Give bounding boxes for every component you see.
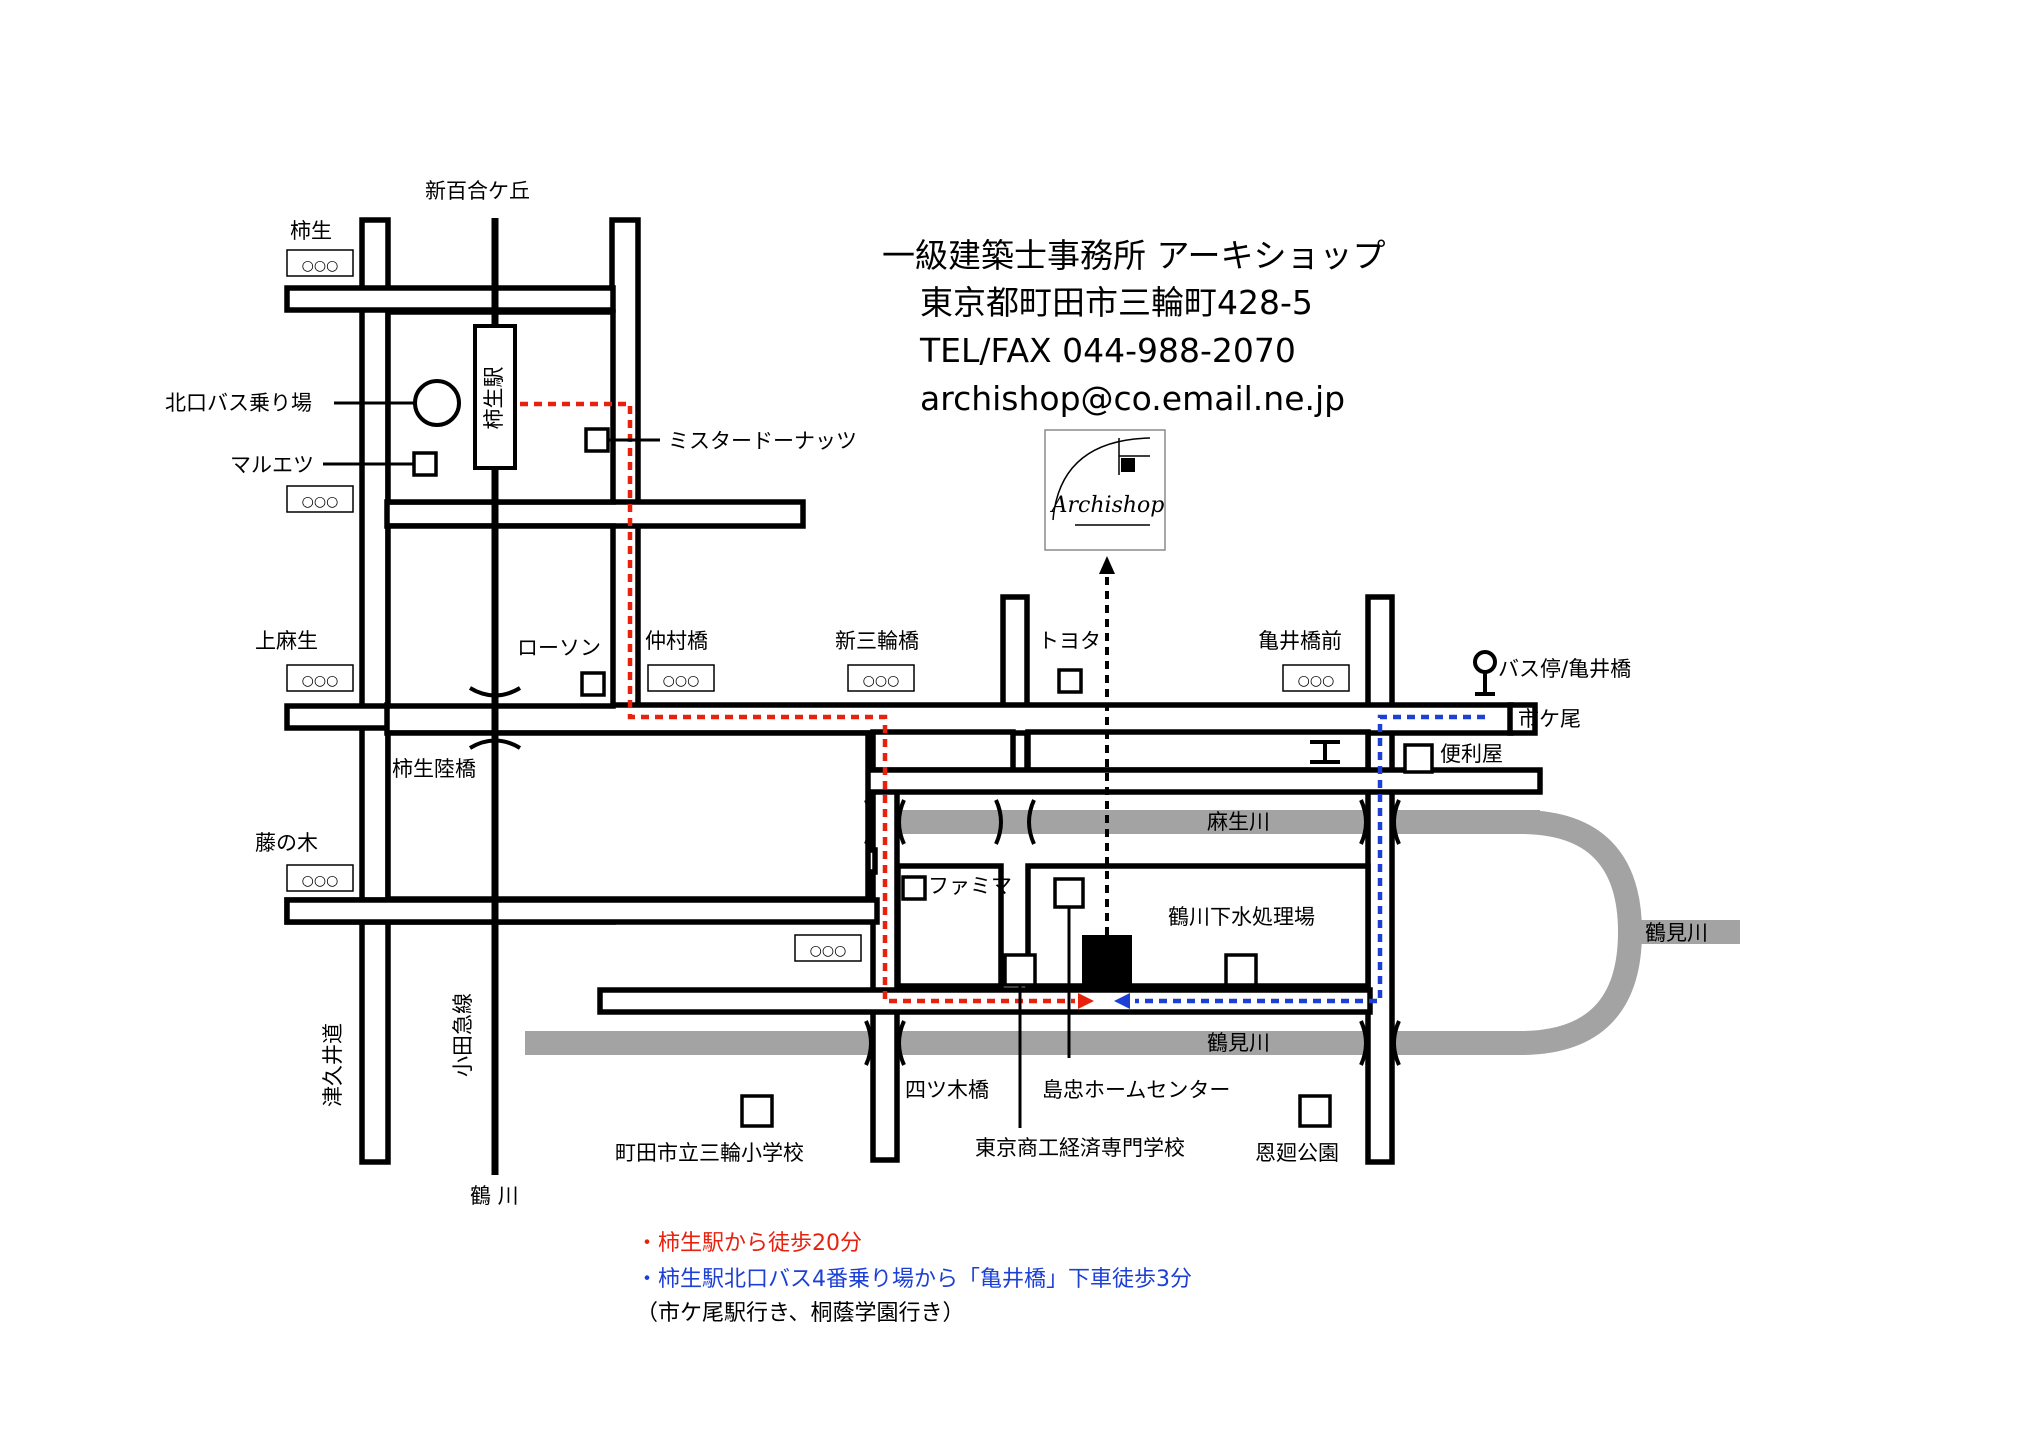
label-nakamurabashi: 仲村橋 — [645, 629, 708, 653]
label-shimachu: 島忠ホームセンター — [1042, 1078, 1230, 1102]
place-labels: 新百合ケ丘 柿生 北口バス乗り場 マルエツ ミスタードーナッツ 上麻生 ローソン… — [165, 179, 1708, 1208]
svg-text:○○○: ○○○ — [302, 258, 339, 274]
signal-maruetsu: ○○○ — [286, 485, 354, 513]
label-bus-stop-kameibashi: バス停/亀井橋 — [1498, 657, 1631, 681]
note-walk: ・柿生駅から徒歩20分 — [636, 1231, 862, 1256]
svg-text:○○○: ○○○ — [302, 873, 339, 889]
road-block-2 — [1025, 729, 1371, 773]
office-info: 一級建築士事務所 アーキショップ 東京都町田市三輪町428-5 TEL/FAX … — [882, 236, 1386, 418]
road-block-1 — [870, 729, 1016, 773]
label-ichigao: 市ケ尾 — [1518, 707, 1581, 731]
kakio-station-label: 柿生駅 — [482, 367, 506, 430]
label-fujinoki: 藤の木 — [255, 831, 318, 855]
lawson-marker — [580, 671, 606, 697]
signal-kamiasao: ○○○ — [286, 664, 354, 692]
bus-route-arrow — [1114, 993, 1130, 1009]
label-shinyurigaoka: 新百合ケ丘 — [425, 179, 530, 203]
traffic-signals: ○○○ ○○○ ○○○ ○○○ ○○○ ○○○ ○○○ ○○○ — [286, 249, 1350, 962]
label-maruetsu: マルエツ — [230, 453, 314, 477]
signal-shinmiwabashi: ○○○ — [847, 664, 915, 692]
signal-fujinoki: ○○○ — [286, 864, 354, 892]
road-top-horizontal-1 — [284, 285, 616, 313]
svg-text:○○○: ○○○ — [302, 494, 339, 510]
signal-nakamurabashi: ○○○ — [647, 664, 715, 692]
label-lawson: ローソン — [517, 636, 601, 660]
label-yotsugibashi: 四ツ木橋 — [905, 1078, 989, 1102]
note-bus-detail: （市ケ尾駅行き、桐蔭学園行き） — [636, 1301, 964, 1326]
label-tsurumigawa-bottom: 鶴見川 — [1207, 1031, 1270, 1055]
bus-stop-kameibashi-marker — [1473, 650, 1497, 674]
road-main-east-west — [384, 702, 1514, 736]
label-kakio-rikkyo: 柿生陸橋 — [392, 757, 476, 781]
road-station-grid-south — [385, 523, 616, 709]
office-telfax: TEL/FAX 044-988-2070 — [919, 331, 1296, 370]
note-bus: ・柿生駅北口バス4番乗り場から「亀井橋」下車徒歩3分 — [636, 1267, 1192, 1292]
label-benriya: 便利屋 — [1440, 742, 1503, 766]
road-tsukui-vertical — [359, 217, 391, 1165]
bridges — [864, 799, 1401, 1066]
label-miwa-school: 町田市立三輪小学校 — [615, 1141, 804, 1165]
signal-south: ○○○ — [794, 934, 862, 962]
label-onmawari-park: 恩廻公園 — [1255, 1141, 1339, 1165]
mister-donut-marker — [584, 427, 610, 453]
walk-route-arrow — [1078, 993, 1094, 1009]
directions-notes: ・柿生駅から徒歩20分 ・柿生駅北口バス4番乗り場から「亀井橋」下車徒歩3分 （… — [636, 1231, 1192, 1326]
onmawari-park-marker — [1298, 1094, 1332, 1128]
office-marker — [1082, 935, 1132, 985]
office-email: archishop@co.email.ne.jp — [920, 379, 1345, 418]
label-odakyu-line: 小田急線 — [451, 993, 475, 1077]
road-west-block — [385, 730, 871, 902]
miwa-school-marker — [740, 1094, 774, 1128]
logo-text: Archishop — [1050, 493, 1165, 518]
landmarks — [323, 427, 1497, 1128]
archishop-logo: Archishop — [1044, 429, 1166, 551]
office-name: 一級建築士事務所 アーキショップ — [882, 236, 1386, 275]
signal-kakio: ○○○ — [286, 249, 354, 277]
svg-text:○○○: ○○○ — [863, 673, 900, 689]
road-top-horizontal-2 — [384, 499, 806, 529]
label-sewage-plant: 鶴川下水処理場 — [1168, 905, 1315, 929]
road-main-stub-right — [1507, 702, 1538, 736]
walk-route — [520, 401, 1075, 1004]
kakio-station — [473, 324, 517, 470]
label-north-bus-stop: 北口バス乗り場 — [165, 391, 312, 415]
road-fujinoki-horizontal — [284, 897, 880, 925]
label-kamiasao: 上麻生 — [255, 629, 318, 653]
bus-route — [1135, 714, 1485, 1004]
label-tsurukawa: 鶴 川 — [470, 1184, 519, 1208]
north-bus-stop-marker — [413, 379, 461, 427]
road-south-horizontal — [597, 987, 1373, 1015]
signal-kameibashimae: ○○○ — [1282, 664, 1350, 692]
svg-text:○○○: ○○○ — [1298, 673, 1335, 689]
maruetsu-marker — [412, 451, 438, 477]
office-address: 東京都町田市三輪町428-5 — [920, 283, 1313, 322]
sewage-marker — [1224, 953, 1258, 987]
label-toyota: トヨタ — [1038, 629, 1101, 653]
svg-text:○○○: ○○○ — [302, 673, 339, 689]
road-center-vertical-a — [870, 732, 900, 1163]
label-familymart: ファミマ — [928, 874, 1012, 898]
svg-text:○○○: ○○○ — [663, 673, 700, 689]
shimachu-marker — [1003, 953, 1037, 987]
toyota-marker — [1057, 668, 1083, 694]
benriya-marker — [1403, 743, 1434, 774]
label-mister-donut: ミスタードーナッツ — [668, 429, 857, 453]
road-kakio-east-vertical — [609, 217, 641, 725]
label-shinmiwabashi: 新三輪橋 — [835, 629, 919, 653]
shop-marker-a — [1053, 877, 1085, 909]
svg-text:○○○: ○○○ — [810, 943, 847, 959]
label-tsukui-road: 津久井道 — [321, 1023, 345, 1107]
label-kameibashimae: 亀井橋前 — [1258, 629, 1342, 653]
familymart-marker — [901, 875, 927, 901]
label-tokyo-shoko: 東京商工経済専門学校 — [975, 1136, 1185, 1160]
label-kakio-top: 柿生 — [290, 219, 332, 243]
label-asaogawa: 麻生川 — [1207, 810, 1270, 834]
label-tsurumigawa-right: 鶴見川 — [1645, 921, 1708, 945]
